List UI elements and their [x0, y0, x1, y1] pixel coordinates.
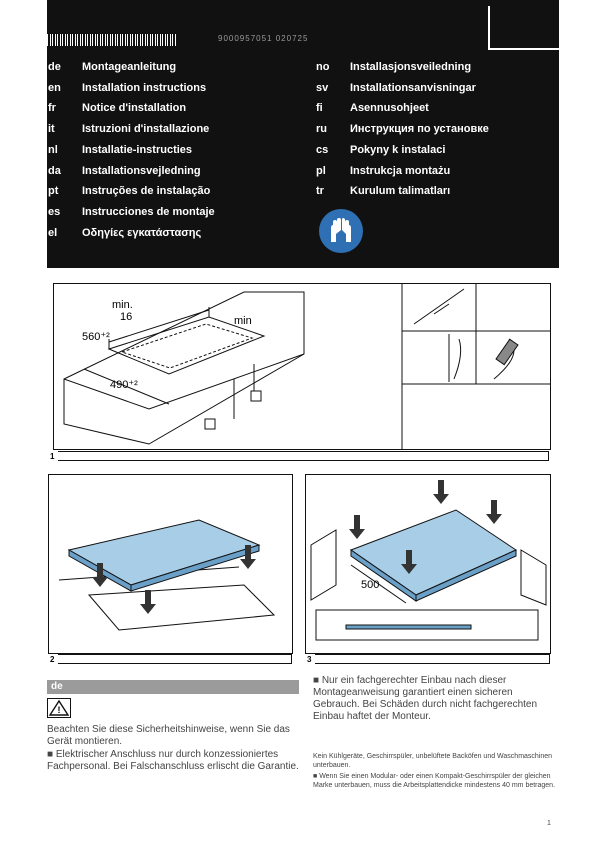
figure-1-bar [58, 451, 549, 461]
language-title: Installasjonsveiledning [350, 61, 472, 73]
dim-min-label: min. [112, 299, 133, 311]
svg-text:!: ! [58, 705, 61, 715]
warning-intro: Beachten Sie diese Sicherheitshinweise, … [47, 724, 290, 747]
language-code: sv [316, 81, 329, 94]
document-number: 9000957051 020725 [218, 34, 309, 43]
barcode [47, 34, 177, 46]
language-title: Instrucciones de montaje [82, 205, 215, 218]
language-code: de [48, 61, 61, 73]
language-code: da [48, 164, 61, 177]
language-code: el [48, 226, 58, 239]
header-tab [488, 6, 561, 50]
bullet-installation: ■ Nur ein fachgerechter Einbau nach dies… [313, 675, 538, 722]
figure-2-number: 2 [50, 655, 55, 664]
page-number: 1 [547, 820, 551, 827]
language-code: nl [48, 143, 58, 156]
language-code: en [48, 81, 61, 94]
figure-3-bar [315, 654, 550, 664]
language-title: Installation instructions [82, 81, 207, 94]
language-code: it [48, 123, 55, 136]
language-title: Istruzioni d'installazione [82, 123, 210, 136]
language-code: pl [316, 164, 326, 177]
hob-pressing-diagram: 500 [310, 480, 547, 641]
dim-16-label: 16 [120, 311, 132, 323]
figure-1-number: 1 [50, 452, 55, 461]
language-title: Installationsanvisningar [350, 81, 476, 94]
language-title: Pokyny k instalaci [350, 143, 446, 156]
bullet-electrical: ■ Elektrischer Anschluss nur durch konze… [47, 749, 299, 772]
language-title: Notice d'installation [82, 102, 187, 115]
language-title: Installatie-instructies [82, 143, 193, 156]
language-title: Инструкция по установке [350, 123, 489, 136]
language-code: ru [316, 123, 327, 136]
language-code: fr [48, 102, 56, 115]
language-code: no [316, 61, 330, 73]
dim-560-label: 560⁺² [82, 331, 110, 343]
language-title: Instruções de instalação [82, 185, 211, 198]
warning-icon: ! [47, 698, 71, 718]
cutout-dimensions-diagram: min. 16 560⁺² 490⁺² min [63, 284, 550, 449]
language-title: Οδηγίες εγκατάστασης [82, 226, 202, 239]
note-dishwasher: ■ Wenn Sie einen Modular- oder einen Kom… [313, 773, 556, 789]
section-header-de: de [47, 680, 299, 694]
note-appliances: Kein Kühlgeräte, Geschirrspüler, unbelüf… [313, 753, 553, 769]
language-code: tr [316, 185, 324, 198]
safety-gloves-icon [319, 209, 363, 253]
language-title: Asennusohjeet [350, 102, 429, 115]
language-code: cs [316, 143, 329, 156]
figure-2-panel [48, 474, 293, 654]
dim-min-right-label: min [234, 315, 252, 327]
figure-3-panel: 500 [305, 474, 551, 654]
language-code: fi [316, 102, 323, 115]
figure-2-bar [58, 654, 292, 664]
dim-500-label: 500 [361, 579, 379, 591]
language-code: es [48, 205, 61, 218]
section-label: de [51, 681, 63, 692]
language-title: Installationsvejledning [82, 164, 201, 177]
language-title: Montageanleitung [82, 61, 177, 73]
language-title: Kurulum talimatları [350, 185, 451, 198]
figure-1-panel: min. 16 560⁺² 490⁺² min [53, 283, 551, 450]
language-title: Instrukcja montażu [350, 164, 451, 177]
figure-3-number: 3 [307, 655, 312, 664]
hob-placement-diagram [58, 519, 276, 631]
language-code: pt [48, 185, 59, 198]
dim-490-label: 490⁺² [110, 379, 138, 391]
